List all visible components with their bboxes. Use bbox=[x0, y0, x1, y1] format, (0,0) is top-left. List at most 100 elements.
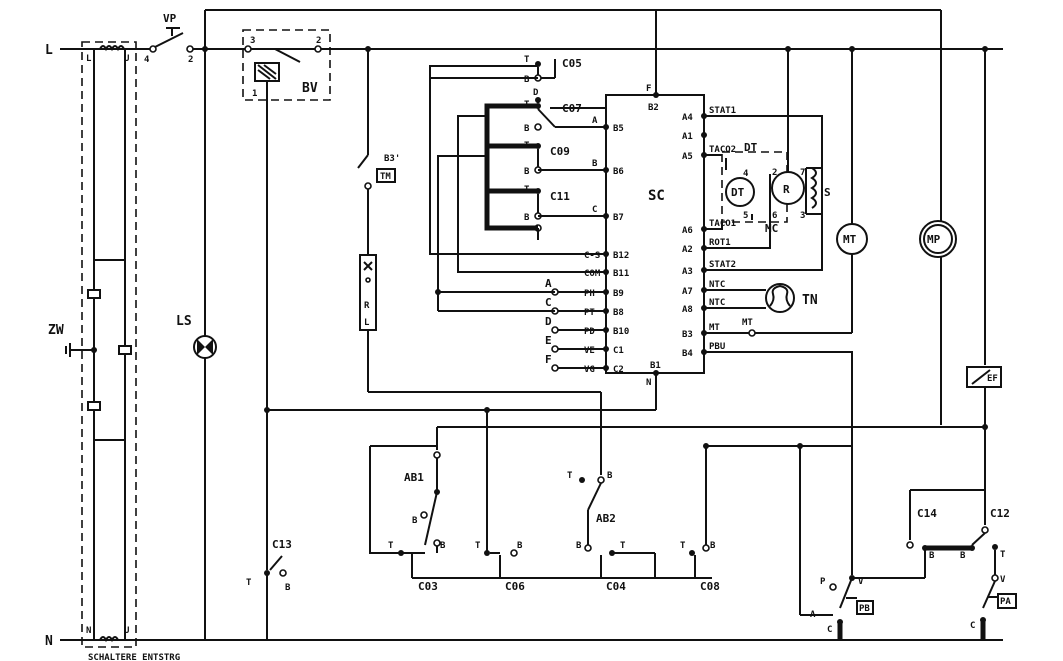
controller-left-pin-number: B10 bbox=[613, 327, 629, 337]
controller-right-pin-label: ROT1 bbox=[709, 238, 731, 248]
timer-motor-label: MT bbox=[843, 233, 857, 246]
controller-left-pin-letter: E bbox=[545, 334, 552, 347]
controller-left-pin-letter: C bbox=[545, 296, 552, 309]
controller-left-pin-dot bbox=[603, 289, 609, 295]
switch-c03 bbox=[401, 539, 500, 579]
c09-b: B bbox=[524, 167, 530, 177]
cam-c11 bbox=[534, 188, 542, 232]
door-lock-pin-3: 3 bbox=[250, 36, 255, 46]
main-switch-vp[interactable] bbox=[149, 27, 194, 53]
controller-left-pin: C2 VG F bbox=[545, 353, 624, 375]
controller-top-pin-num: B2 bbox=[648, 103, 659, 113]
motor-name: MC bbox=[765, 222, 778, 235]
line-rail-label: L bbox=[45, 43, 53, 58]
controller-left-pin-dot bbox=[603, 365, 609, 371]
c14-name: C14 bbox=[917, 507, 937, 520]
c12-t: T bbox=[1000, 550, 1006, 560]
controller-right-pin-dot bbox=[701, 132, 707, 138]
controller-left-pin-letter: C bbox=[592, 205, 597, 215]
pb-c: C bbox=[827, 625, 832, 635]
motor-dt-label: DT bbox=[731, 186, 745, 199]
c03-name: C03 bbox=[418, 580, 438, 593]
controller-right-pin-label: STAT2 bbox=[709, 260, 736, 270]
switch-ab1 bbox=[420, 451, 441, 546]
motor-p5: 5 bbox=[743, 211, 748, 221]
controller-left-pin-number: B7 bbox=[613, 213, 624, 223]
c04-b: B bbox=[576, 541, 582, 551]
ab2-t: T bbox=[567, 471, 573, 481]
controller-right-pin-number: A2 bbox=[682, 245, 693, 255]
main-switch-pin-b: 2 bbox=[188, 55, 193, 65]
controller-left-pin-letter: D bbox=[545, 315, 552, 328]
c08-name: C08 bbox=[700, 580, 720, 593]
door-lock-pin-2: 2 bbox=[316, 36, 321, 46]
cam-common-bus bbox=[484, 103, 538, 231]
controller-left-pin-number: C2 bbox=[613, 365, 624, 375]
pb-p: P bbox=[820, 577, 826, 587]
c12-name: C12 bbox=[990, 507, 1010, 520]
neutral-rail-label: N bbox=[45, 634, 53, 649]
controller-left-pin-letter: F bbox=[545, 353, 552, 366]
motor-r-label: R bbox=[783, 183, 790, 196]
switch-c06 bbox=[484, 549, 518, 578]
controller-left-pin-dot bbox=[603, 308, 609, 314]
controller-right-pin-label: MT bbox=[709, 323, 720, 333]
controller-right-pin-number: A1 bbox=[682, 132, 693, 142]
controller-left-pin-label: VG bbox=[584, 365, 595, 375]
c14-b: B bbox=[929, 551, 935, 561]
controller-left-pin-label: PT bbox=[584, 308, 595, 318]
c07-b: B bbox=[524, 124, 530, 134]
c13-t: T bbox=[246, 578, 252, 588]
motor-mc bbox=[721, 151, 823, 223]
controller-right-pin-number: A4 bbox=[682, 113, 693, 123]
pa-c: C bbox=[970, 621, 975, 631]
pb-a: A bbox=[810, 610, 816, 620]
motor-p4: 4 bbox=[743, 169, 749, 179]
controller-left-pin-letter: A bbox=[545, 277, 552, 290]
controller-left-pin-number: B12 bbox=[613, 251, 629, 261]
controller-left-pin-number: B8 bbox=[613, 308, 624, 318]
motor-p7: 7 bbox=[800, 168, 805, 178]
filter-out-line-label: U bbox=[124, 54, 129, 64]
heater-bottom-label: L bbox=[364, 318, 370, 328]
pump-mp bbox=[919, 220, 957, 258]
thermostat-tag: TM bbox=[380, 172, 391, 182]
controller-left-pin-number: B5 bbox=[613, 124, 624, 134]
c08-t: T bbox=[680, 541, 686, 551]
heater-top-label: R bbox=[364, 301, 370, 311]
door-lock-name: BV bbox=[302, 81, 318, 96]
switch-c13 bbox=[264, 555, 287, 640]
switch-ab2 bbox=[579, 476, 605, 552]
top-bus bbox=[204, 9, 942, 640]
motor-p6: 6 bbox=[772, 211, 777, 221]
lamp-ls bbox=[193, 335, 217, 359]
door-lock-pin-1: 1 bbox=[252, 89, 257, 99]
controller-bottom-pin-num: B1 bbox=[650, 361, 661, 371]
controller-right-pin-number: B3 bbox=[682, 330, 693, 340]
c04-t: T bbox=[620, 541, 626, 551]
heater-rl bbox=[359, 254, 377, 331]
controller-left-pin-terminal bbox=[551, 364, 559, 372]
c05-name: C05 bbox=[562, 57, 582, 70]
motor-s-label: S bbox=[824, 186, 831, 199]
footer-text: SCHALTERE ENTSTRG bbox=[88, 653, 180, 661]
controller-left-pin-letter: A bbox=[592, 116, 598, 126]
controller-left-pin-number: B6 bbox=[613, 167, 624, 177]
c06-b: B bbox=[517, 541, 523, 551]
controller-left-pin-label: C-S bbox=[584, 251, 600, 261]
filter-ef-label: EF bbox=[987, 374, 998, 384]
c05-d: D bbox=[533, 88, 539, 98]
controller-left-pin-terminal bbox=[551, 345, 559, 353]
controller-left-pin-dot bbox=[603, 346, 609, 352]
c09-name: C09 bbox=[550, 145, 570, 158]
pressure-switch-pb bbox=[799, 575, 874, 640]
controller-right-pin-number: A3 bbox=[682, 267, 693, 277]
c03-t: T bbox=[388, 541, 394, 551]
c13-b: B bbox=[285, 583, 291, 593]
controller-left-pin-dot bbox=[603, 327, 609, 333]
c04-name: C04 bbox=[606, 580, 626, 593]
controller-right-pin-label: NTC bbox=[709, 298, 725, 308]
c13-name: C13 bbox=[272, 538, 292, 551]
